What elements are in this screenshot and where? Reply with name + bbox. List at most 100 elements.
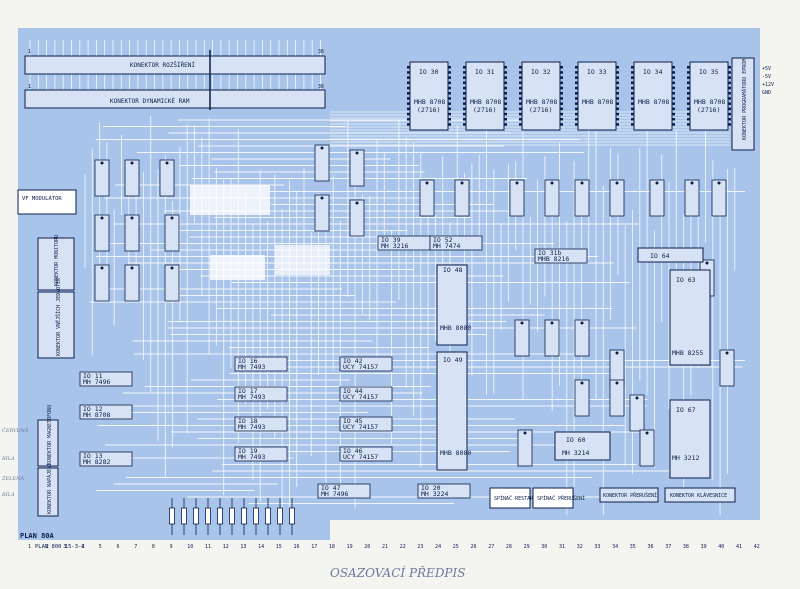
ic-chip: [94, 214, 110, 252]
column-number: 15: [276, 544, 282, 550]
chip-id: IO 42: [343, 357, 363, 365]
column-number: 24: [435, 544, 441, 550]
svg-text:36: 36: [318, 84, 324, 90]
column-number: 20: [364, 544, 370, 550]
column-number: 9: [170, 544, 173, 550]
resistor: [241, 498, 247, 535]
chip-type: UCY 74157: [343, 423, 378, 431]
chip-id: IO 39: [381, 236, 401, 244]
connector-programatoru: KONEKTOR PROGRAMÁTORU EPROM: [731, 57, 755, 151]
svg-text:1: 1: [28, 49, 31, 55]
ic-chip: [454, 179, 470, 217]
connector-klavesnice: KONEKTOR KLÁVESNICE: [664, 487, 736, 503]
eprom-alt: (2716): [417, 106, 440, 114]
column-number: 18: [329, 544, 335, 550]
column-number: 34: [612, 544, 618, 550]
chip-id: IO 18: [238, 417, 258, 425]
eprom-id: IO 30: [419, 68, 439, 76]
column-number: 21: [382, 544, 388, 550]
resistor: [289, 498, 295, 535]
chip-id: IO 12: [83, 405, 103, 413]
chip-type: UCY 74157: [343, 393, 378, 401]
ic-chip: [609, 179, 625, 217]
column-number: 38: [683, 544, 689, 550]
svg-text:IO 60: IO 60: [566, 436, 586, 444]
cpu-chip: IO 48 MHB 8080: [436, 264, 471, 346]
ppi-id: IO 49: [443, 356, 463, 364]
connector-klavesnice-label: KONEKTOR KLÁVESNICE: [670, 492, 727, 499]
column-number: 39: [701, 544, 707, 550]
svg-text:MHB 8255: MHB 8255: [672, 349, 703, 357]
column-number: 7: [134, 544, 137, 550]
margin-note: ČERVENÁ: [2, 426, 29, 434]
column-number: 19: [347, 544, 353, 550]
ic-chip: [509, 179, 525, 217]
ic-chip: [684, 179, 700, 217]
resistor: [181, 498, 187, 535]
resistor: [277, 498, 283, 535]
chip-type: MH 7493: [238, 453, 265, 461]
connector-magnetofonu-label: KONEKTOR MAGNETOFONU: [47, 405, 53, 465]
column-number: 41: [736, 544, 742, 550]
chip-type: MH 7474: [433, 242, 460, 250]
connector-vnejsich-label: KONEKTOR VNĚJŠÍCH JEDNOTEK: [54, 278, 62, 356]
column-number: 29: [524, 544, 530, 550]
handwritten-note: OSAZOVACÍ PŘEDPIS: [330, 565, 465, 580]
column-number: 10: [187, 544, 193, 550]
column-number: 31: [559, 544, 565, 550]
eprom-id: IO 32: [531, 68, 551, 76]
eprom-alt: (2716): [529, 106, 552, 114]
chip-type: MH 7496: [83, 378, 110, 386]
chip-id: IO 11: [83, 372, 103, 380]
ic-chip: [609, 379, 625, 417]
svg-text:+5V: +5V: [762, 66, 771, 72]
eprom-type: MHB 8708: [470, 98, 501, 106]
svg-text:GND: GND: [762, 90, 771, 96]
column-number: 2: [46, 544, 49, 550]
chip-io67: IO 67 MH 3212: [669, 399, 711, 479]
column-number: 22: [400, 544, 406, 550]
svg-text:36: 36: [318, 49, 324, 55]
chip-id: IO 45: [343, 417, 363, 425]
chip-type: MHB 8216: [538, 255, 569, 263]
resistor: [253, 498, 259, 535]
column-number: 32: [577, 544, 583, 550]
ic-chip: [639, 429, 655, 467]
ic-chip: [124, 264, 140, 302]
chip-type: MH 3224: [421, 490, 448, 498]
column-number: 5: [99, 544, 102, 550]
chip-type: MH 7496: [321, 490, 348, 498]
chip-type: UCY 74157: [343, 453, 378, 461]
ic-chip: [349, 149, 365, 187]
chip-id: IO 16: [238, 357, 258, 365]
ic-chip: [349, 199, 365, 237]
chip-type: MH 7493: [238, 423, 265, 431]
chip-id: IO 17: [238, 387, 258, 395]
column-number: 36: [648, 544, 654, 550]
resistor: [217, 498, 223, 535]
cpu-id: IO 48: [443, 266, 463, 274]
ic-chip: [164, 214, 180, 252]
chip-id: IO 13: [83, 452, 103, 460]
column-number: 25: [453, 544, 459, 550]
eprom-id: IO 31: [475, 68, 495, 76]
ic-chip: [94, 264, 110, 302]
ic-chip: [544, 179, 560, 217]
column-number: 27: [488, 544, 494, 550]
column-number: 1: [28, 544, 31, 550]
column-number: 42: [754, 544, 760, 550]
margin-note: BÍLÁ: [1, 490, 15, 498]
connector-preruseni: KONEKTOR PŘERUŠENÍ: [599, 487, 659, 503]
column-number: 23: [417, 544, 423, 550]
chip-type: MH 3216: [381, 242, 408, 250]
